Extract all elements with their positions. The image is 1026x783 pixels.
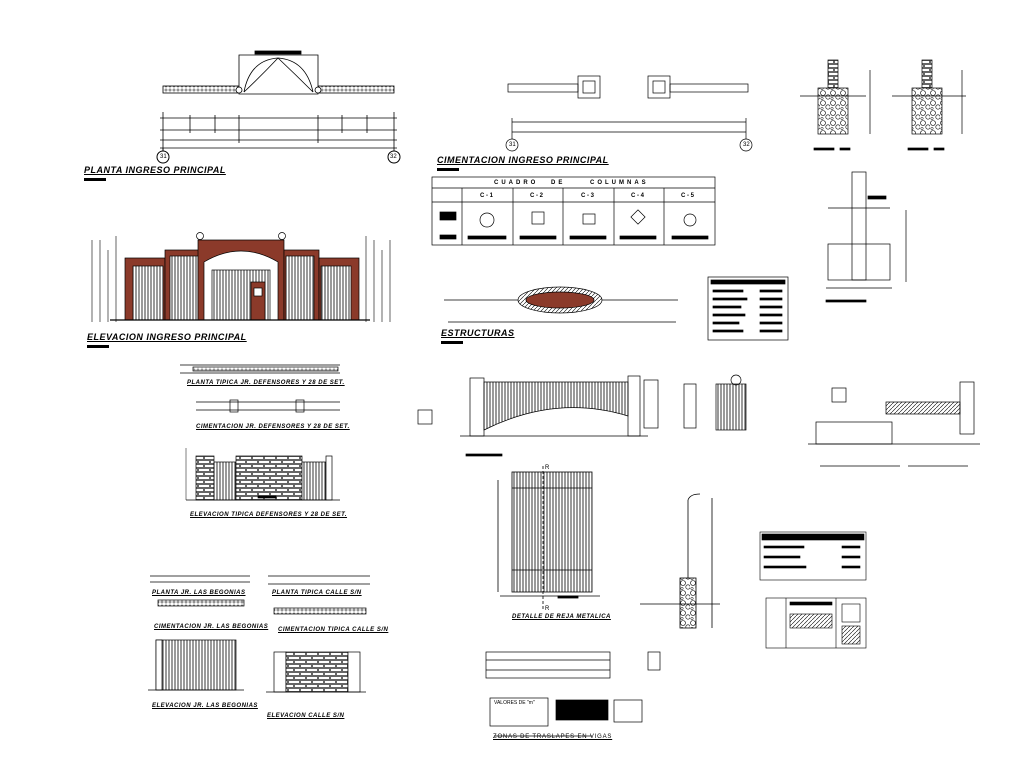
section-r-top: R — [545, 465, 550, 471]
planta-ingreso-axis-markers — [156, 148, 401, 164]
defensores-plan-drawing — [180, 364, 340, 413]
planta-ingreso-title: PLANTA INGRESO PRINCIPAL — [84, 165, 226, 175]
elevacion-begonias-title: ELEVACION JR. LAS BEGONIAS — [152, 703, 258, 709]
cimentacion-defensores-title: CIMENTACION JR. DEFENSORES Y 28 DE SET. — [196, 424, 350, 430]
splice-drawing — [485, 651, 661, 737]
scale-bar — [87, 345, 109, 348]
column-c4-label: C - 4 — [631, 193, 645, 199]
scale-bar — [441, 341, 463, 344]
axis-32-label: 32 — [743, 142, 750, 148]
reja-metalica-drawing — [497, 466, 600, 610]
elevacion-defensores-title: ELEVACION TIPICA DEFENSORES Y 28 DE SET. — [190, 512, 348, 518]
defensores-elevation-drawing — [185, 448, 340, 501]
elevacion-ingreso-drawing — [91, 232, 391, 322]
beam-section-drawing — [444, 286, 678, 323]
estructuras-wall-drawing — [417, 374, 747, 457]
beam-detail-right — [808, 381, 980, 467]
planta-begonias-title: PLANTA JR. LAS BEGONIAS — [152, 590, 246, 596]
column-c1-label: C - 1 — [480, 193, 494, 199]
pole-detail — [640, 493, 720, 629]
cimentacion-calle-title: CIMENTACION TIPICA CALLE S/N — [278, 627, 389, 633]
title-block — [765, 597, 867, 649]
cimentacion-begonias-title: CIMENTACION JR. LAS BEGONIAS — [154, 624, 269, 630]
calle-drawings — [266, 575, 370, 693]
column-table — [431, 176, 716, 246]
cimentacion-ingreso-title: CIMENTACION INGRESO PRINCIPAL — [437, 155, 609, 165]
axis-31-label: 31 — [509, 142, 516, 148]
column-c3-label: C - 3 — [581, 193, 595, 199]
axis-32-label: 32 — [390, 154, 397, 160]
planta-calle-title: PLANTA TIPICA CALLE S/N — [272, 590, 362, 596]
axis-31-label: 31 — [160, 154, 167, 160]
cimentacion-ingreso-drawing — [505, 75, 753, 152]
specs-box — [759, 531, 867, 581]
column-footing-detail — [825, 171, 907, 303]
elevacion-ingreso-title: ELEVACION INGRESO PRINCIPAL — [87, 332, 247, 342]
planta-ingreso-drawing — [160, 50, 397, 152]
section-r-bottom: R — [545, 606, 550, 612]
column-c5-label: C - 5 — [681, 193, 695, 199]
notes-box — [707, 276, 789, 341]
elevacion-calle-title: ELEVACION CALLE S/N — [267, 713, 345, 719]
planta-defensores-title: PLANTA TIPICA JR. DEFENSORES Y 28 DE SET… — [187, 380, 345, 386]
footing-details — [800, 59, 966, 151]
column-c2-label: C - 2 — [530, 193, 544, 199]
column-table-header-3: COLUMNAS — [590, 180, 649, 186]
zonas-traslapes-title: ZONAS DE TRASLAPES EN VIGAS — [493, 734, 613, 740]
column-table-header-1: CUADRO — [494, 180, 539, 186]
column-table-header-2: DE — [551, 180, 566, 186]
scale-bar — [84, 178, 106, 181]
valores-label: VALORES DE "m" — [494, 700, 535, 706]
estructuras-title: ESTRUCTURAS — [441, 328, 515, 338]
begonias-drawings — [148, 575, 250, 691]
detalle-reja-title: DETALLE DE REJA METALICA — [512, 614, 611, 620]
scale-bar — [437, 168, 459, 171]
